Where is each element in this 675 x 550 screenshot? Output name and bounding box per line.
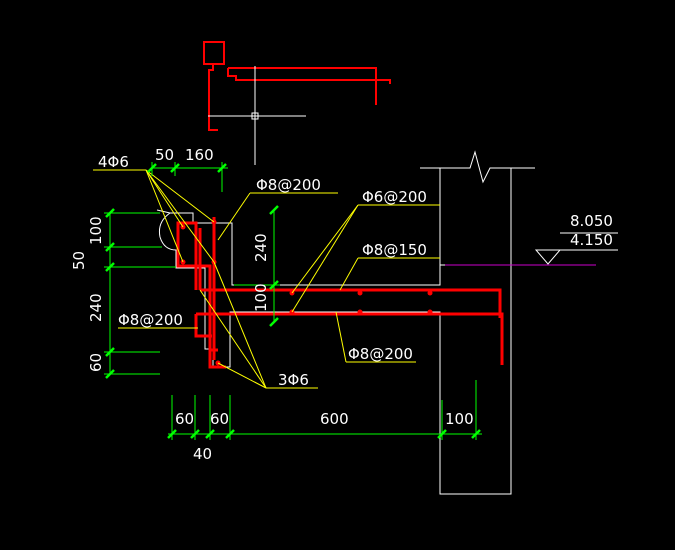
label-left-stirrup: Φ8@200 (118, 311, 183, 329)
dim-bottom-40: 40 (193, 445, 212, 463)
dim-bottom-60a: 60 (175, 410, 194, 428)
dim-left-100: 100 (87, 216, 105, 245)
dimension-lines (104, 162, 482, 440)
key-plan-fragment (203, 41, 391, 131)
elevation-marker (534, 232, 618, 265)
leader-lines (93, 169, 440, 389)
dim-bottom-100: 100 (445, 410, 474, 428)
dim-bottom-60b: 60 (210, 410, 229, 428)
dim-bottom-600: 600 (320, 410, 349, 428)
crosshair-cursor (208, 66, 306, 165)
rebar-group (176, 217, 504, 369)
dim-top-50: 50 (155, 146, 174, 164)
dim-left-60: 60 (87, 353, 105, 372)
label-stirrup-upper: Φ8@200 (256, 176, 321, 194)
dim-mid-100: 100 (252, 283, 270, 312)
dim-left-50: 50 (70, 251, 88, 270)
label-top-left-bars: 4Φ6 (98, 153, 129, 171)
label-slab-distribution: Φ6@200 (362, 188, 427, 206)
label-slab-bottom: Φ8@200 (348, 345, 413, 363)
label-slab-top: Φ8@150 (362, 241, 427, 259)
dim-top-160: 160 (185, 146, 214, 164)
elevation-upper: 8.050 (570, 212, 613, 230)
label-bottom-bars: 3Φ6 (278, 371, 309, 389)
elevation-lower: 4.150 (570, 231, 613, 249)
dim-mid-240: 240 (252, 233, 270, 262)
dim-left-240: 240 (87, 293, 105, 322)
